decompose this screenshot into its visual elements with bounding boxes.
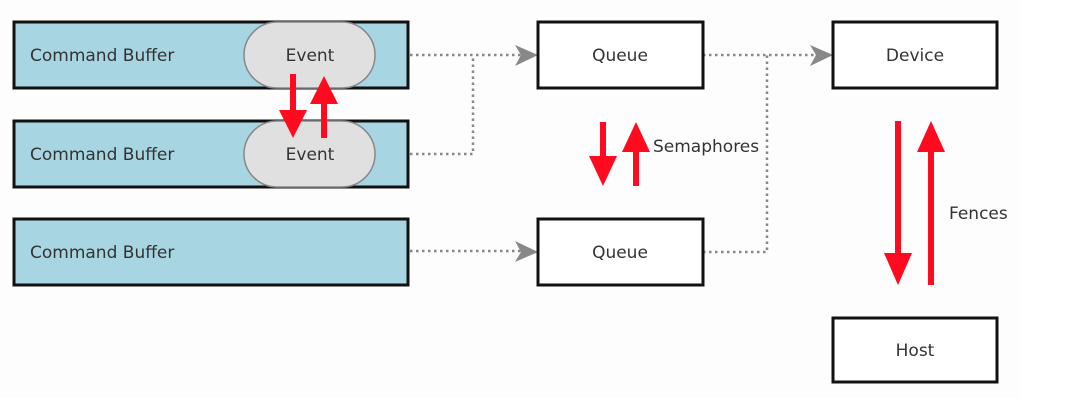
device[interactable]: Device xyxy=(831,20,999,90)
queue-1[interactable]: Queue xyxy=(536,20,705,90)
command-buffer-3[interactable]: Command Buffer xyxy=(12,217,410,287)
command-buffer-label: Command Buffer xyxy=(30,46,174,66)
arrow-up-icon xyxy=(310,76,338,138)
semaphore-arrows xyxy=(589,122,650,186)
connector-cb2-queue1 xyxy=(410,55,475,156)
fence-arrows xyxy=(884,121,945,285)
command-buffer-2[interactable]: Command Buffer Event xyxy=(12,119,410,189)
queue-label: Queue xyxy=(592,46,648,66)
arrowhead-icon xyxy=(515,241,538,262)
arrow-up-icon xyxy=(622,122,650,186)
arrow-down-icon xyxy=(279,74,307,138)
arrowhead-icon xyxy=(810,45,833,66)
command-buffer-label: Command Buffer xyxy=(30,243,174,263)
command-buffer-label: Command Buffer xyxy=(30,145,174,165)
event-sync-arrows xyxy=(279,74,338,138)
event-label: Event xyxy=(286,145,335,165)
device-label: Device xyxy=(886,46,944,66)
connectors xyxy=(410,53,822,254)
connector-arrowheads xyxy=(515,45,833,262)
semaphores-label: Semaphores xyxy=(653,137,759,157)
arrow-down-icon xyxy=(884,121,912,285)
arrow-down-icon xyxy=(589,122,617,186)
arrowhead-icon xyxy=(515,45,538,66)
fences-label: Fences xyxy=(949,204,1008,224)
event-label: Event xyxy=(286,46,335,66)
host[interactable]: Host xyxy=(831,316,999,384)
event-2[interactable] xyxy=(243,120,376,188)
queue-label: Queue xyxy=(592,243,648,263)
queue-2[interactable]: Queue xyxy=(536,217,705,287)
event-1[interactable] xyxy=(243,21,376,89)
command-buffer-1[interactable]: Command Buffer Event xyxy=(12,20,410,90)
arrow-up-icon xyxy=(917,121,945,285)
host-label: Host xyxy=(896,341,935,361)
